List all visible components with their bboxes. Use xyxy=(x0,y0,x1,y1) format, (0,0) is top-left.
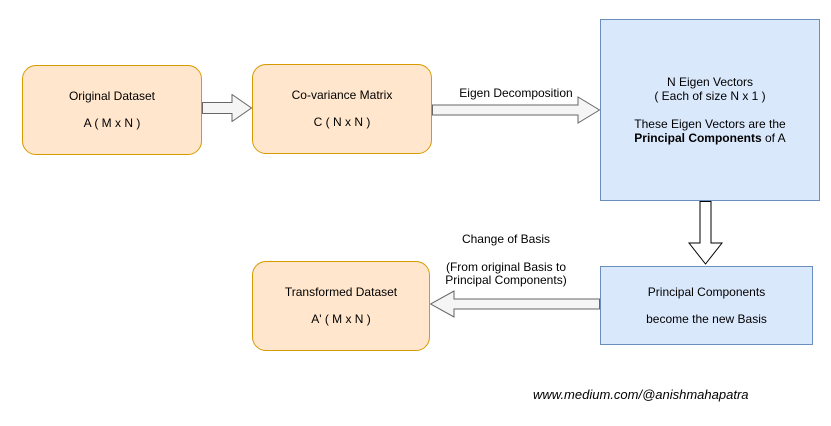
node-principal-components-title: Principal Components xyxy=(647,284,766,299)
node-original-dataset: Original Dataset A ( M x N ) xyxy=(22,65,202,155)
node-original-dataset-subtitle: A ( M x N ) xyxy=(83,116,141,130)
arrow-down-eigenvectors-to-principal xyxy=(688,201,723,265)
node-eigen-vectors-line2: ( Each of size N x 1 ) xyxy=(654,89,766,103)
node-transformed-dataset-title: Transformed Dataset xyxy=(284,285,398,299)
node-eigen-vectors-line4: Principal Components of A xyxy=(634,131,785,145)
label-change-of-basis: Change of Basis xyxy=(461,232,551,246)
node-eigen-vectors-line3: These Eigen Vectors are the xyxy=(634,117,786,131)
node-principal-components: Principal Components become the new Basi… xyxy=(600,266,813,345)
node-transformed-dataset: Transformed Dataset A' ( M x N ) xyxy=(252,261,430,351)
label-change-of-basis-sub2: Principal Components) xyxy=(445,273,567,287)
node-principal-components-subtitle: become the new Basis xyxy=(646,311,767,326)
node-eigen-vectors: N Eigen Vectors ( Each of size N x 1 ) T… xyxy=(600,19,820,201)
label-change-of-basis-sub1: (From original Basis to xyxy=(445,260,567,274)
node-original-dataset-title: Original Dataset xyxy=(68,89,156,103)
label-change-of-basis-sub: (From original Basis to Principal Compon… xyxy=(411,261,601,287)
arrow-right-covariance-to-eigenvectors xyxy=(432,96,600,124)
node-transformed-dataset-subtitle: A' ( M x N ) xyxy=(311,312,371,326)
node-eigen-vectors-line4-bold: Principal Components xyxy=(634,131,762,145)
node-covariance-matrix-subtitle: C ( N x N ) xyxy=(313,115,371,129)
node-covariance-matrix-title: Co-variance Matrix xyxy=(291,88,393,102)
node-eigen-vectors-line1: N Eigen Vectors xyxy=(666,75,754,89)
arrow-right-dataset-to-covariance xyxy=(202,94,252,122)
watermark-url: www.medium.com/@anishmahapatra xyxy=(533,387,749,402)
arrow-left-icon xyxy=(430,290,600,318)
node-eigen-vectors-line4-suffix: of A xyxy=(761,131,786,145)
node-covariance-matrix: Co-variance Matrix C ( N x N ) xyxy=(252,64,432,154)
arrow-right-icon xyxy=(202,94,252,122)
label-eigen-decomposition: Eigen Decomposition xyxy=(459,86,573,100)
arrow-left-principal-to-transformed xyxy=(430,290,600,318)
arrow-down-icon xyxy=(688,201,723,265)
arrow-right-icon xyxy=(432,96,600,124)
